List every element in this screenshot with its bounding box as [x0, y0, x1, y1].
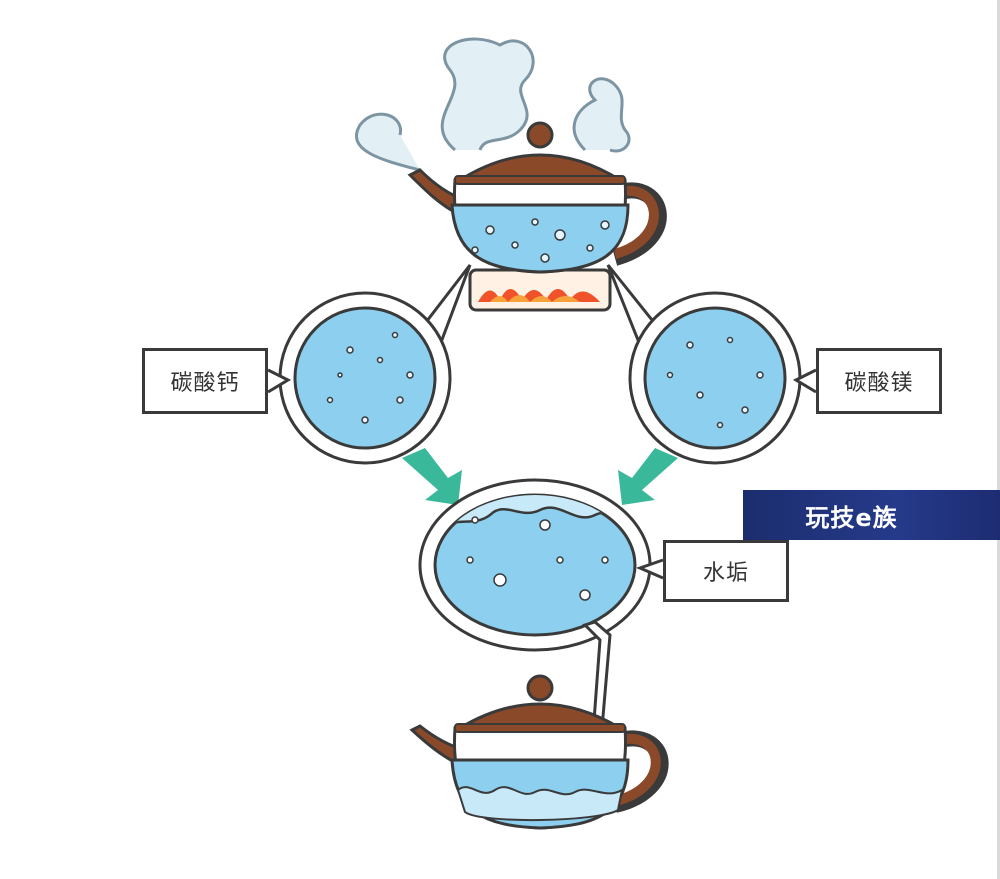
right-edge-rule — [997, 0, 1000, 879]
water-bubble-circle-icon — [628, 291, 802, 465]
scale-oval-icon — [418, 478, 652, 652]
steam-icon — [355, 37, 631, 172]
pointer-scale — [635, 558, 664, 580]
brand-name: 玩技e族 — [805, 503, 898, 532]
brand-banner: 玩技e族 — [743, 490, 1000, 540]
water-bubble-circle-icon — [278, 291, 452, 465]
label-scale: 水垢 — [663, 540, 789, 602]
label-calcium-carbonate: 碳酸钙 — [142, 348, 268, 414]
pointer-caco3 — [267, 368, 292, 394]
scaled-kettle-icon — [409, 674, 669, 830]
label-magnesium-carbonate: 碳酸镁 — [816, 348, 942, 414]
flame-icon — [468, 268, 612, 312]
boiling-kettle-icon — [407, 121, 667, 312]
down-arrow-icon — [618, 448, 678, 505]
down-arrow-icon — [402, 448, 462, 505]
pointer-mgco3 — [792, 368, 817, 394]
